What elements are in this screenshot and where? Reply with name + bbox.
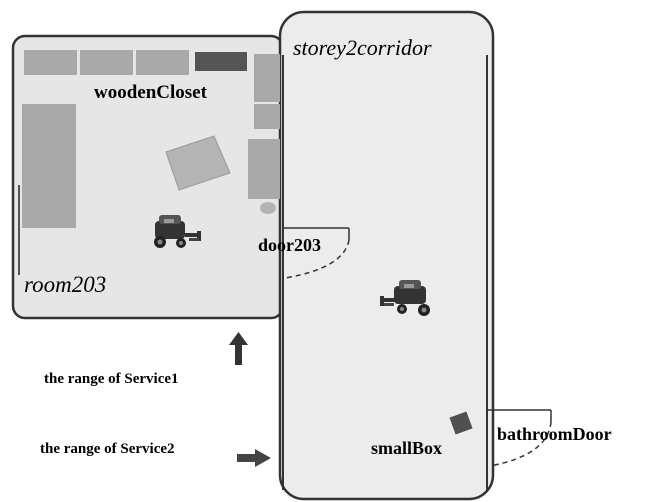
storey2corridor-label: storey2corridor [293,35,432,60]
plant-pot [260,202,276,214]
bathroomDoor-label: bathroomDoor [497,424,612,444]
woodenCloset-label: woodenCloset [94,82,208,103]
cabinet [248,139,280,199]
door203-arc [283,227,350,279]
mobile-robot-icon [380,280,430,316]
storey2corridor-region [278,10,495,501]
arrow-right-icon [237,449,271,467]
service1-label: the range of Service1 [44,371,179,387]
room203-label: room203 [24,272,106,297]
bathroom-door-arc [487,409,552,467]
small-box [449,411,473,435]
bed [22,104,76,228]
mobile-robot-icon [154,215,201,248]
service2-label: the range of Service2 [40,441,175,457]
arrow-up-icon [229,332,248,365]
door203-label: door203 [258,235,321,255]
smallBox-label: smallBox [371,438,442,458]
table [165,135,231,191]
wooden-closet-shelves [24,50,280,129]
